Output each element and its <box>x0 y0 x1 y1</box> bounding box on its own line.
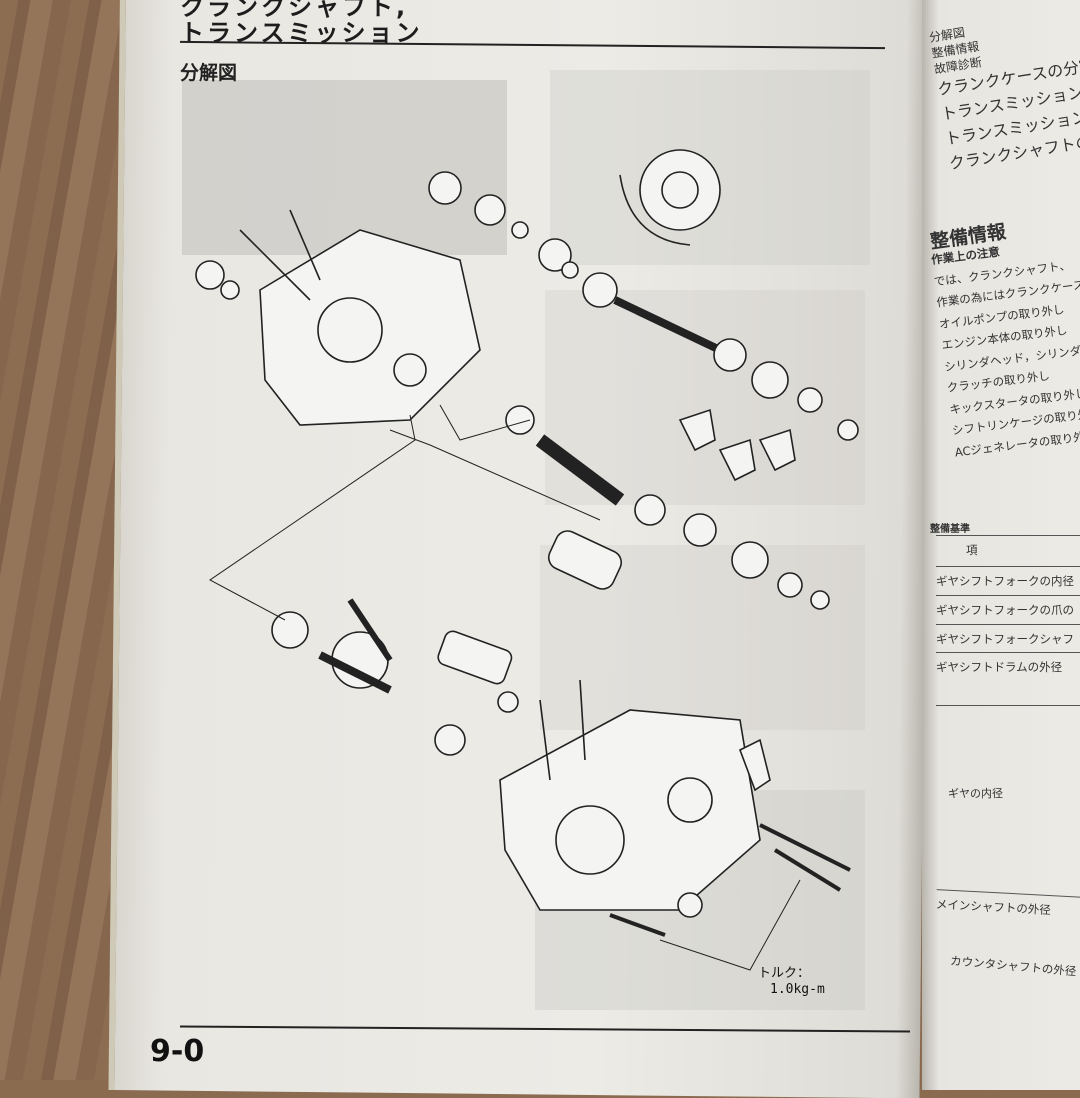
left-crankcase <box>499 679 771 911</box>
spec-row: ギヤシフトドラムの外径 <box>936 652 1080 675</box>
title-line-1: クランクシャフト, <box>180 0 409 21</box>
bolt <box>773 848 842 892</box>
bearing <box>195 260 225 290</box>
leader-line <box>439 404 531 441</box>
spec-header: 項 <box>936 535 1080 558</box>
seal <box>677 892 703 918</box>
exploded-view-diagram <box>195 149 859 971</box>
countershaft <box>505 405 830 610</box>
bolt <box>609 913 666 937</box>
spec-row: ギヤシフトフォークの爪の <box>936 595 1080 618</box>
crankshaft <box>271 598 466 756</box>
gear-stack-upper <box>428 171 859 441</box>
torque-leader-line <box>659 879 801 971</box>
leader-line <box>209 414 416 621</box>
right-page <box>922 0 1080 1090</box>
table-of-contents: 分解図 整備情報 故障診断 クランクケースの分割 トランスミッションの トランス… <box>928 5 1080 176</box>
spec-row: ギヤの内径 <box>948 787 1003 800</box>
bolt <box>759 823 851 872</box>
torque-label: トルク： <box>758 966 811 981</box>
section-heading: 分解図 <box>180 62 238 84</box>
torque-value: 1.0kg-m <box>770 982 825 997</box>
shift-drum <box>547 530 623 590</box>
clutch-plate <box>639 149 721 231</box>
spec-row: ギヤシフトフォークの内径 <box>936 566 1080 589</box>
page-number: 9-0 <box>150 1034 205 1069</box>
bleed-through-photo <box>182 80 507 255</box>
page-title: クランクシャフト, トランスミッション <box>180 0 423 46</box>
leader-line <box>389 429 601 521</box>
shift-forks <box>678 408 796 482</box>
service-notes: 作業上の注意 では、クランクシャフト、 作業の為にはクランクケース オイルポンプ… <box>930 232 1080 464</box>
torque-spec: トルク： 1.0kg-m <box>758 966 825 998</box>
spec-divider <box>936 705 1080 706</box>
spec-row: ギヤシフトフォークシャフ <box>936 624 1080 647</box>
spec-title: 整備基準 <box>930 524 970 535</box>
right-crankcase <box>239 209 481 426</box>
balancer <box>437 630 519 713</box>
